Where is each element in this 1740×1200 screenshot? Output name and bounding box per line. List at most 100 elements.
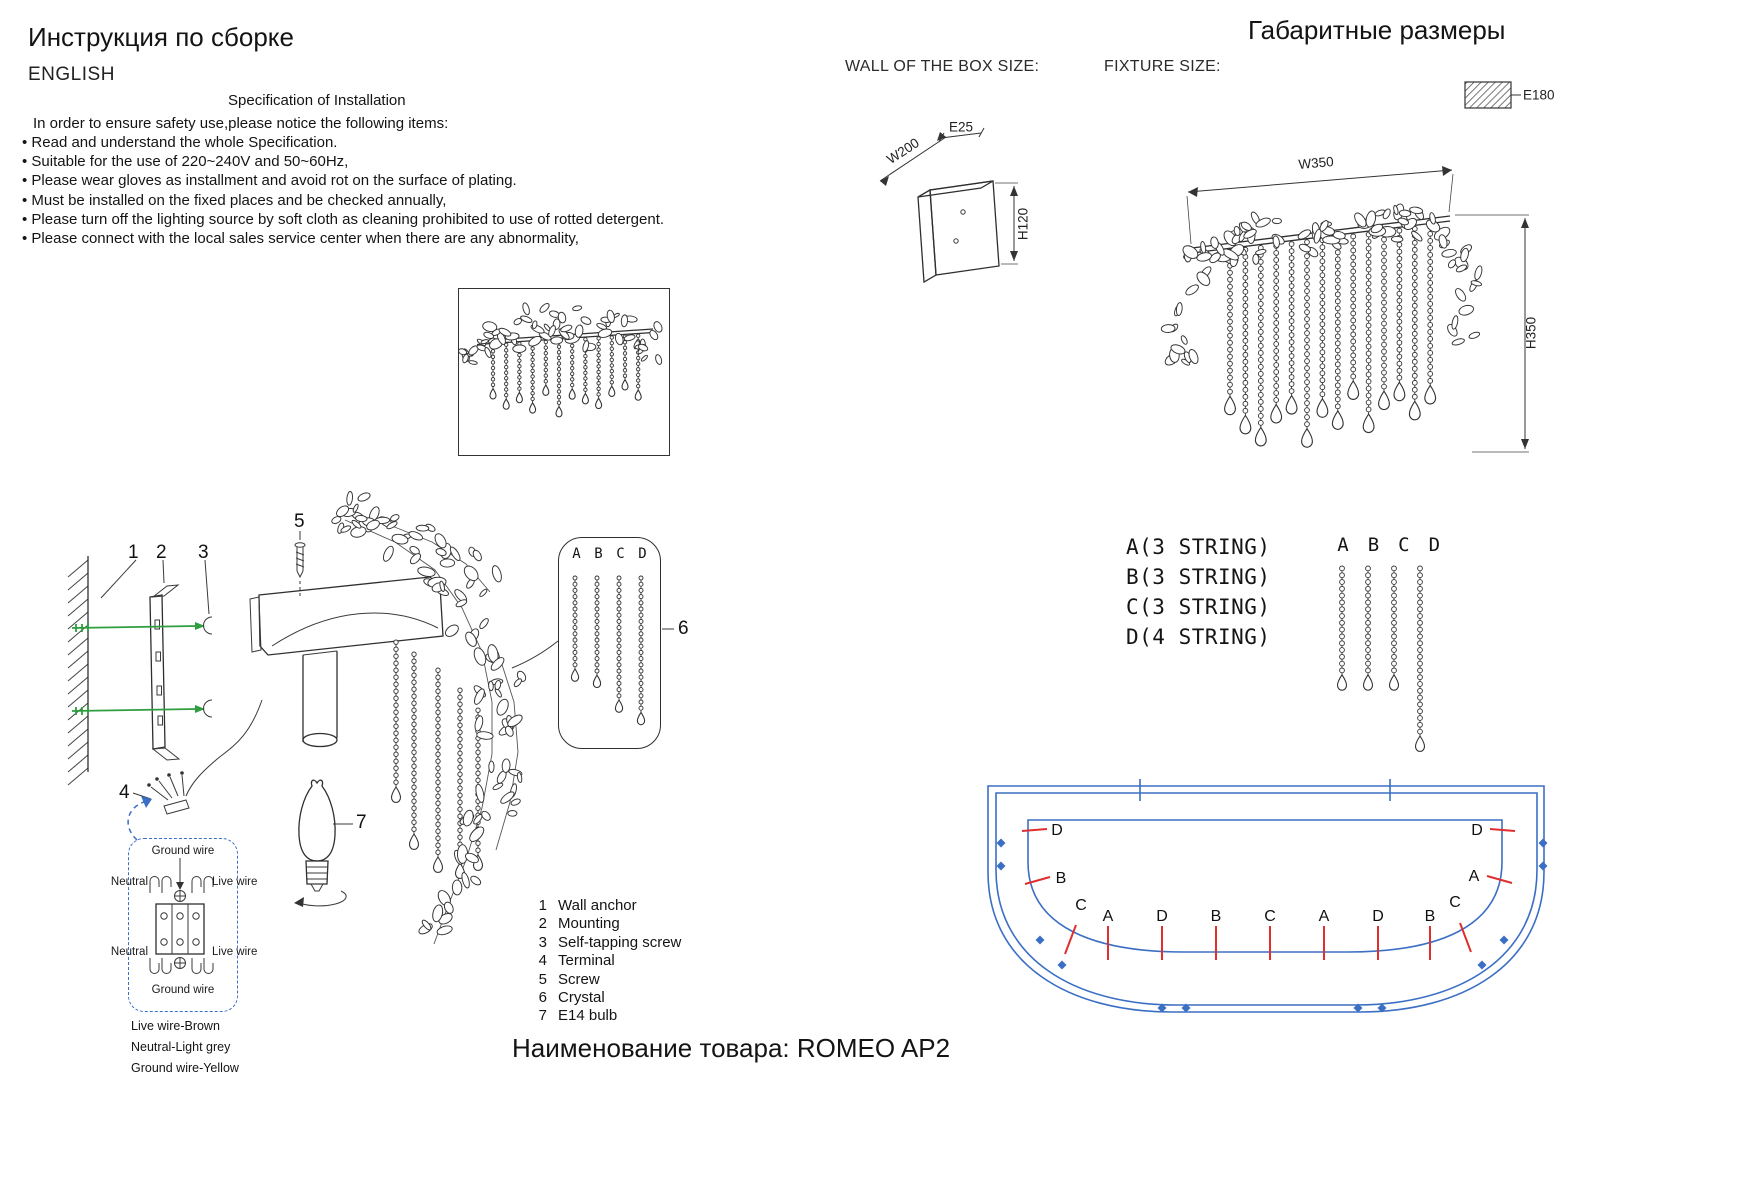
spec-item: Please wear gloves as installment and av… bbox=[22, 171, 664, 190]
crystal-box-header-c: C bbox=[616, 546, 625, 562]
crystal-box-header-d: D bbox=[638, 546, 647, 562]
mounting-bracket bbox=[149, 584, 181, 761]
layout-label: C bbox=[1264, 908, 1276, 925]
part-number: 2 bbox=[538, 915, 547, 933]
wiring-legend-row: Live wire-Brown bbox=[131, 1019, 220, 1033]
part-name: Mounting bbox=[558, 915, 620, 933]
abcd-header-c: C bbox=[1398, 534, 1410, 556]
abcd-header-a: A bbox=[1337, 534, 1349, 556]
part-name: E14 bulb bbox=[558, 1007, 618, 1025]
string-spec-row: D(4 STRING) bbox=[1126, 625, 1271, 649]
dim-h120: H120 bbox=[1015, 207, 1031, 241]
wiring-box bbox=[128, 838, 238, 1012]
wiring-ground-top-label: Ground wire bbox=[151, 845, 215, 857]
layout-label: C bbox=[1075, 897, 1087, 914]
spec-heading: Specification of Installation bbox=[228, 92, 406, 109]
part-row: 1 Wall anchor bbox=[533, 897, 681, 915]
wiring-legend-row: Neutral-Light grey bbox=[131, 1040, 231, 1054]
part-name: Self-tapping screw bbox=[558, 933, 682, 951]
layout-label: D bbox=[1471, 822, 1483, 839]
wiring-live-label: Live wire bbox=[212, 946, 258, 958]
callout-5: 5 bbox=[294, 511, 305, 532]
assembly-diagram-svg bbox=[67, 490, 674, 974]
bulb-part bbox=[294, 779, 347, 907]
dimensions-title-ru: Габаритные размеры bbox=[1248, 15, 1506, 45]
callout-7: 7 bbox=[356, 812, 367, 833]
part-name: Crystal bbox=[558, 988, 605, 1006]
layout-label: D bbox=[1156, 908, 1168, 925]
wiring-diagram bbox=[149, 858, 214, 974]
crystal-box-header-b: B bbox=[594, 546, 603, 562]
dim-w350: W350 bbox=[1297, 153, 1335, 173]
e180-swatch bbox=[1464, 81, 1521, 109]
layout-label: B bbox=[1424, 908, 1436, 925]
abcd-headers: A B C D bbox=[1330, 534, 1447, 556]
part-number: 1 bbox=[538, 897, 547, 914]
product-name: Наименование товара: ROMEO AP2 bbox=[512, 1033, 951, 1063]
english-label: ENGLISH bbox=[28, 64, 115, 85]
layout-label: B bbox=[1055, 870, 1067, 887]
page-title-ru: Инструкция по сборке bbox=[28, 22, 294, 52]
part-name: Screw bbox=[558, 970, 600, 988]
layout-label: D bbox=[1372, 908, 1384, 925]
part-row: 7 E14 bulb bbox=[533, 1007, 681, 1025]
terminal-cluster bbox=[147, 771, 190, 815]
part-row: 2 Mounting bbox=[533, 915, 681, 933]
crystal-cascade bbox=[331, 490, 527, 945]
layout-label: B bbox=[1210, 908, 1222, 925]
spec-item: Please turn off the lighting source by s… bbox=[22, 210, 664, 229]
callout-3: 3 bbox=[198, 542, 209, 563]
layout-label: C bbox=[1449, 894, 1461, 911]
spec-list: Read and understand the whole Specificat… bbox=[22, 133, 664, 248]
wiring-legend: Live wire-Brown Neutral-Light grey Groun… bbox=[131, 1016, 239, 1079]
spec-item: Read and understand the whole Specificat… bbox=[22, 133, 664, 152]
callout-2: 2 bbox=[156, 542, 167, 563]
string-spec-row: C(3 STRING) bbox=[1126, 595, 1271, 619]
spec-intro: In order to ensure safety use,please not… bbox=[33, 115, 449, 132]
crystal-box-headers: A B C D bbox=[559, 546, 660, 562]
callout-1: 1 bbox=[128, 542, 139, 563]
fixture-size-label: FIXTURE SIZE: bbox=[1104, 58, 1221, 75]
part-row: 5 Screw bbox=[533, 971, 681, 989]
dim-e180: E180 bbox=[1523, 87, 1555, 103]
wiring-live-label: Live wire bbox=[212, 876, 258, 888]
layout-plan-svg bbox=[987, 779, 1548, 1013]
power-cord bbox=[185, 699, 263, 797]
wiring-ground-bottom-label: Ground wire bbox=[151, 984, 215, 996]
part-name: Wall anchor bbox=[558, 897, 637, 914]
crystal-box-header-a: A bbox=[572, 546, 581, 562]
dimensions-diagram-svg bbox=[879, 81, 1529, 453]
spec-item: Suitable for the use of 220~240V and 50~… bbox=[22, 152, 664, 171]
part-number: 5 bbox=[538, 970, 547, 988]
dim-e25: E25 bbox=[948, 119, 974, 135]
box-size-label: WALL OF THE BOX SIZE: bbox=[845, 58, 1040, 75]
layout-label: A bbox=[1468, 868, 1480, 885]
callout-6: 6 bbox=[678, 618, 689, 639]
part-number: 7 bbox=[538, 1007, 547, 1025]
layout-label: A bbox=[1318, 908, 1330, 925]
string-spec-row: A(3 STRING) bbox=[1126, 535, 1271, 559]
string-position-ticks bbox=[996, 838, 1548, 1013]
string-spec-row: B(3 STRING) bbox=[1126, 565, 1271, 589]
abcd-header-d: D bbox=[1428, 534, 1441, 556]
crystal-box: A B C D bbox=[558, 537, 661, 749]
dim-h350: H350 bbox=[1523, 316, 1539, 350]
part-number: 6 bbox=[538, 988, 547, 1006]
spec-item: Must be installed on the fixed places an… bbox=[22, 191, 664, 210]
wiring-legend-row: Ground wire-Yellow bbox=[131, 1061, 239, 1075]
lamp-body bbox=[249, 576, 444, 748]
callout-4: 4 bbox=[119, 782, 130, 803]
layout-label: D bbox=[1051, 822, 1063, 839]
fixture-diagram bbox=[1160, 166, 1529, 453]
wall-box-diagram bbox=[879, 127, 1018, 284]
chandelier-thumbnail-svg bbox=[458, 302, 663, 418]
wiring-neutral-label: Neutral bbox=[110, 946, 148, 958]
spec-item: Please connect with the local sales serv… bbox=[22, 229, 664, 248]
part-name: Terminal bbox=[558, 952, 615, 970]
abcd-header-b: B bbox=[1367, 534, 1380, 556]
layout-label: A bbox=[1102, 908, 1114, 925]
